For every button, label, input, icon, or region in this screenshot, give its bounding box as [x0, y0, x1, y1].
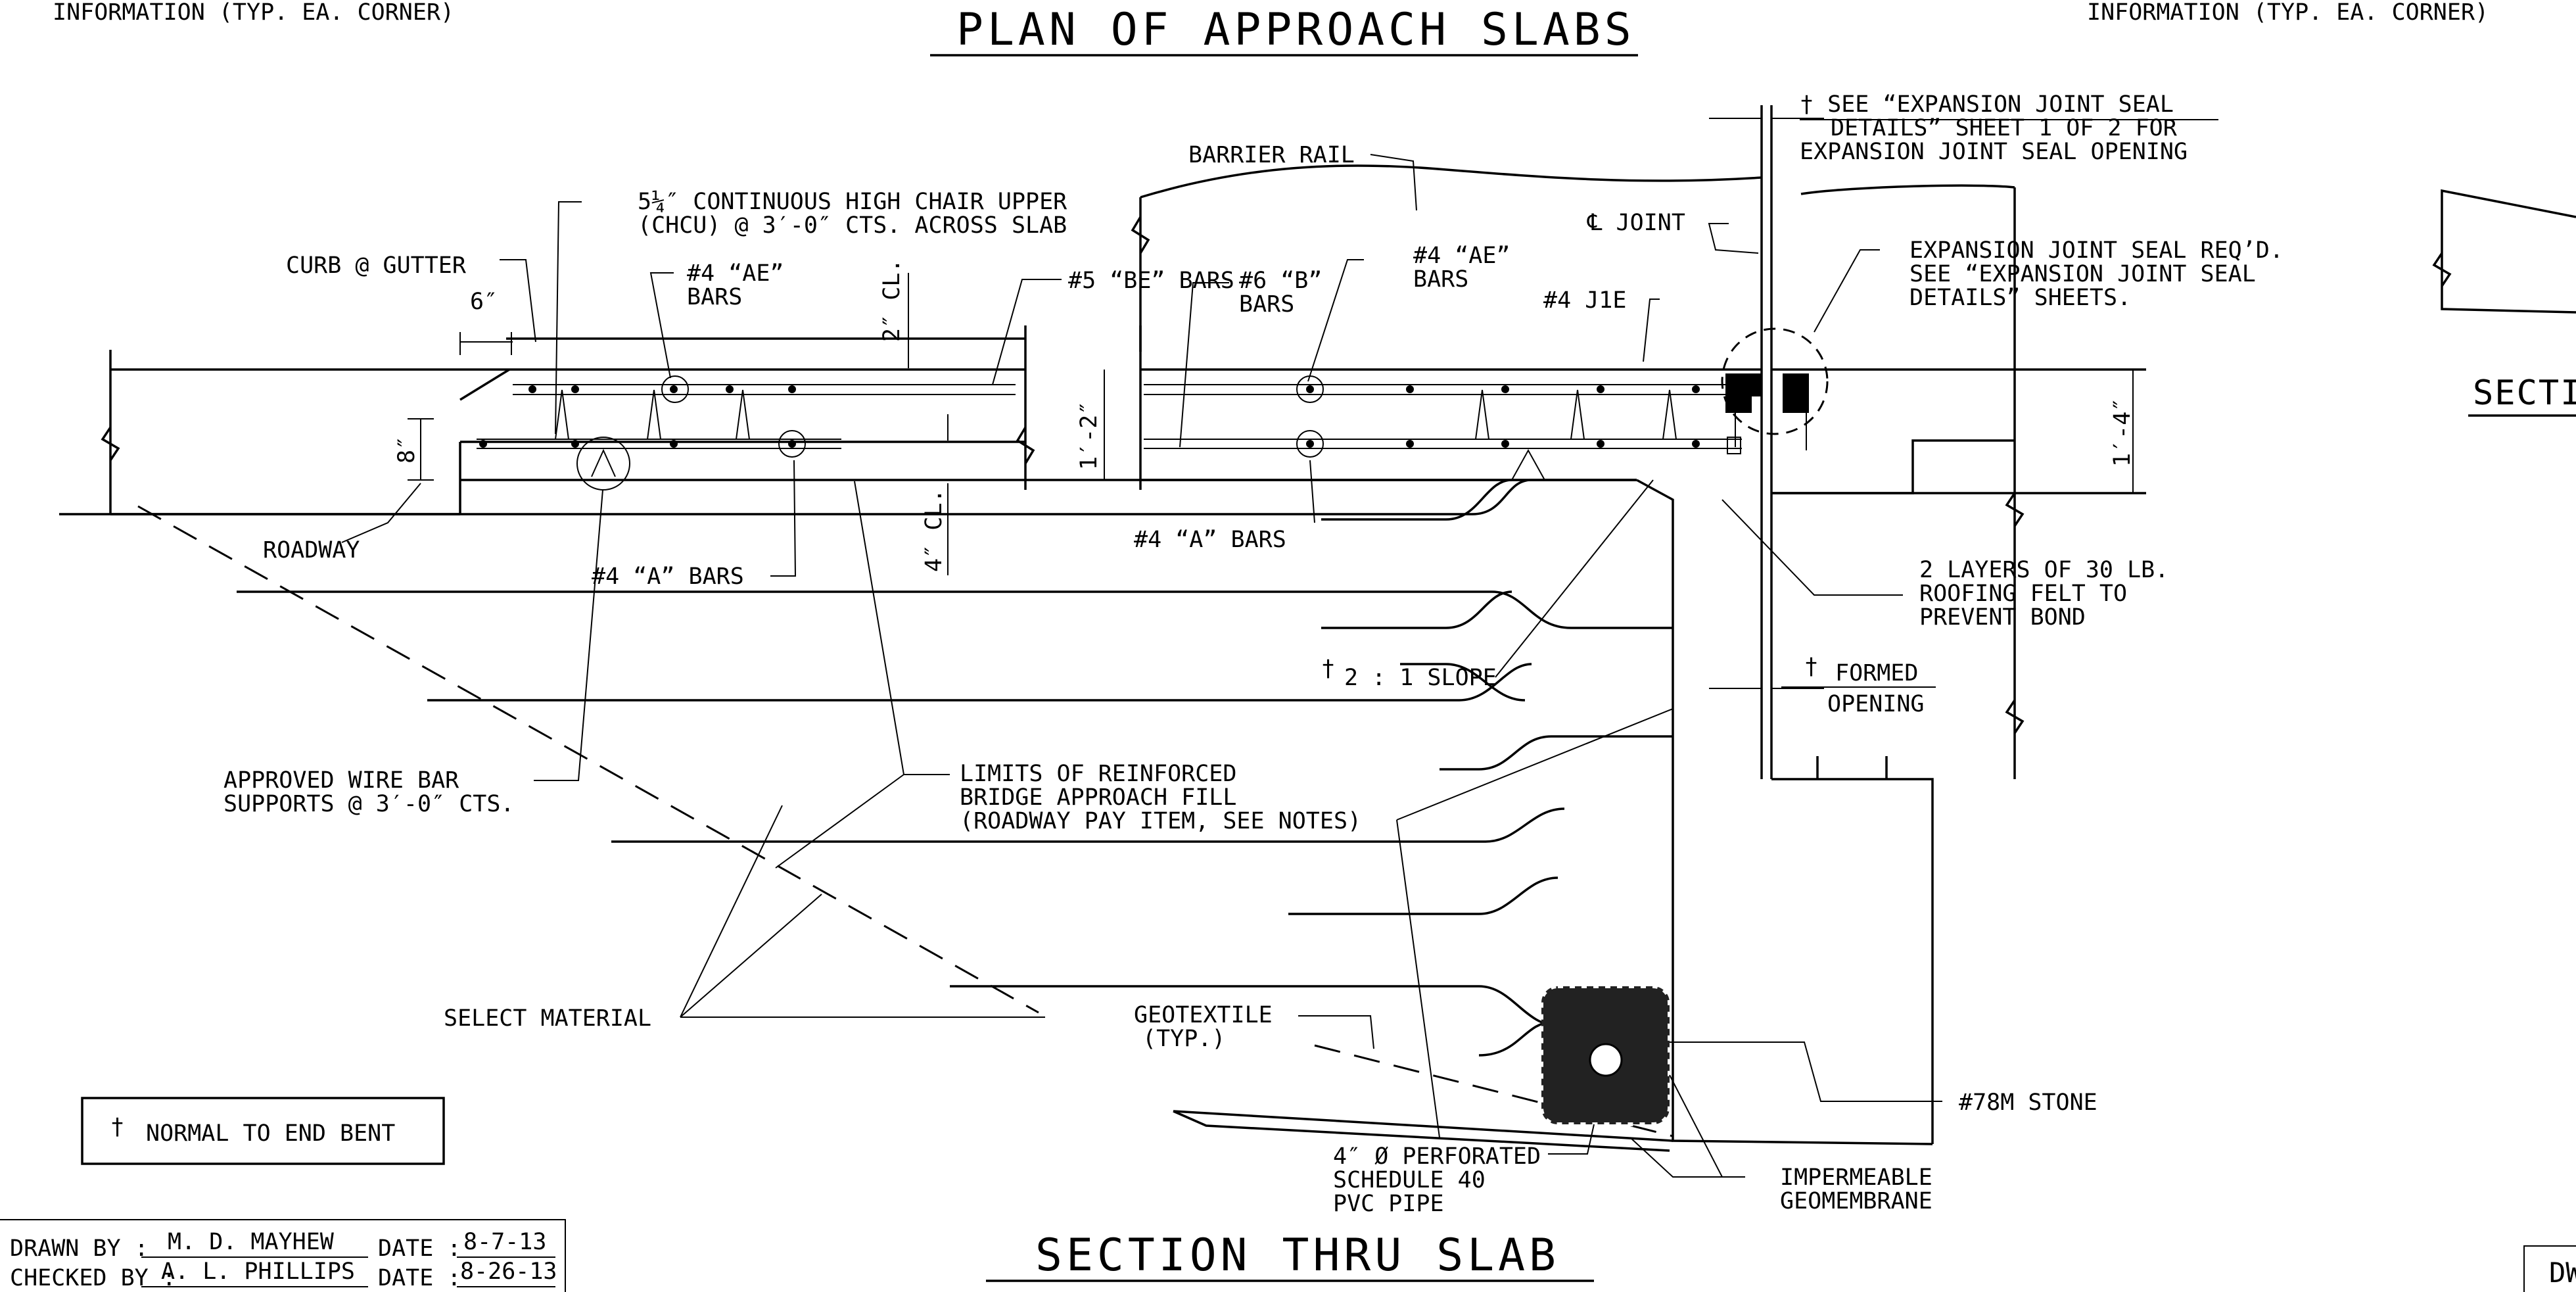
- dimensions: [408, 118, 2146, 689]
- barrier-rail: [1131, 164, 2015, 352]
- label-a-bars-left: #4 “A” BARS: [592, 563, 744, 590]
- label-formed-dagger: †: [1804, 654, 1818, 680]
- label-membrane-1: IMPERMEABLE: [1780, 1164, 1932, 1191]
- label-dim-1-2: 1′-2″: [1076, 401, 1102, 470]
- label-ae-left-1: #4 “AE”: [687, 260, 784, 287]
- drawn-date-value: 8-7-13: [463, 1229, 546, 1255]
- label-wire-2: SUPPORTS @ 3′-0″ CTS.: [223, 791, 515, 817]
- label-limits-2: BRIDGE APPROACH FILL: [960, 784, 1236, 811]
- label-select-material: SELECT MATERIAL: [444, 1005, 651, 1032]
- partial-section-title: SECTI: [2473, 373, 2576, 413]
- rebar-bottom-mat: [477, 439, 1742, 449]
- checked-by-value: A. L. PHILLIPS: [161, 1258, 355, 1285]
- label-chcu-2: (CHCU) @ 3′-0″ CTS. ACROSS SLAB: [638, 212, 1067, 239]
- label-wire-1: APPROVED WIRE BAR: [223, 767, 459, 794]
- geogrid-layers: [59, 479, 1674, 1152]
- rebar-top-mat: [513, 384, 1742, 395]
- label-cl-2in: 2″ CL.: [879, 259, 905, 342]
- label-formed-1: FORMED: [1835, 660, 1918, 686]
- label-pipe-3: PVC PIPE: [1333, 1191, 1444, 1217]
- label-dim-1-4: 1′-4″: [2109, 398, 2136, 467]
- label-exp-open-1: † SEE “EXPANSION JOINT SEAL: [1800, 91, 2174, 118]
- label-limits-1: LIMITS OF REINFORCED: [960, 761, 1236, 787]
- section-title: SECTION THRU SLAB: [1035, 1230, 1560, 1281]
- stone-drain: [1539, 984, 1672, 1126]
- label-exp-seal-2: SEE “EXPANSION JOINT SEAL: [1909, 261, 2256, 287]
- label-a-bars-right: #4 “A” BARS: [1134, 527, 1286, 553]
- select-material-slope: [137, 505, 1039, 1014]
- label-be-bars: #5 “BE” BARS: [1068, 268, 1234, 294]
- label-pipe-1: 4″ Ø PERFORATED: [1333, 1143, 1541, 1170]
- label-exp-open-3: EXPANSION JOINT SEAL OPENING: [1800, 139, 2188, 165]
- label-cl-4in: 4″ CL.: [921, 489, 947, 572]
- label-curb-gutter: CURB @ GUTTER: [286, 252, 467, 279]
- checked-date-label: DATE :: [378, 1265, 461, 1291]
- label-geotextile-2: (TYP.): [1142, 1026, 1225, 1052]
- label-stone: #78M STONE: [1959, 1089, 2097, 1116]
- label-ae-right-1: #4 “AE”: [1413, 243, 1510, 269]
- label-felt-3: PREVENT BOND: [1919, 604, 2086, 631]
- expansion-joint: [1721, 105, 2146, 779]
- label-chcu-1: 5¼″ CONTINUOUS HIGH CHAIR UPPER: [638, 189, 1067, 215]
- label-felt-2: ROOFING FELT TO: [1919, 581, 2127, 607]
- drawn-by-label: DRAWN BY :: [10, 1235, 149, 1262]
- partial-dw-label: DW: [2549, 1256, 2576, 1289]
- label-roadway: ROADWAY: [263, 537, 360, 563]
- label-b-bars-2: BARS: [1239, 291, 1294, 318]
- label-b-bars-1: #6 “B”: [1239, 268, 1322, 294]
- label-joint: ℄ JOINT: [1587, 210, 1685, 236]
- plan-title: PLAN OF APPROACH SLABS: [956, 4, 1635, 56]
- top-left-note: INFORMATION (TYP. EA. CORNER): [53, 0, 454, 26]
- approach-slab: [101, 325, 1637, 515]
- label-barrier-rail: BARRIER RAIL: [1188, 142, 1355, 168]
- label-felt-1: 2 LAYERS OF 30 LB.: [1919, 557, 2168, 583]
- label-j1e: #4 J1E: [1543, 287, 1626, 314]
- label-pipe-2: SCHEDULE 40: [1333, 1167, 1486, 1193]
- label-membrane-2: GEOMEMBRANE: [1780, 1188, 1932, 1214]
- checked-date-value: 8-26-13: [460, 1258, 557, 1285]
- legend-dagger: †: [110, 1114, 124, 1140]
- label-exp-seal-1: EXPANSION JOINT SEAL REQ’D.: [1909, 237, 2283, 264]
- label-exp-seal-3: DETAILS” SHEETS.: [1909, 285, 2131, 311]
- leaders: [341, 154, 1942, 1178]
- end-bent: [1636, 479, 1934, 1145]
- drawn-by-value: M. D. MAYHEW: [168, 1229, 335, 1255]
- label-slope: 2 : 1 SLOPE: [1344, 665, 1497, 691]
- legend-text: NORMAL TO END BENT: [146, 1120, 395, 1147]
- approach-slab-right: [1140, 368, 1762, 481]
- label-dim-6in: 6″: [470, 289, 498, 315]
- label-limits-3: (ROADWAY PAY ITEM, SEE NOTES): [960, 808, 1361, 834]
- drawn-date-label: DATE :: [378, 1235, 461, 1262]
- label-ae-left-2: BARS: [687, 284, 742, 310]
- label-slope-dagger: †: [1321, 656, 1335, 682]
- high-chairs: [555, 389, 1677, 490]
- partial-section-right: SECTI DW: [2432, 189, 2576, 1292]
- label-dim-8in: 8″: [394, 436, 420, 464]
- label-geotextile-1: GEOTEXTILE: [1134, 1002, 1273, 1028]
- rebar-dots: [479, 375, 1700, 458]
- legend-box: † NORMAL TO END BENT: [81, 1097, 445, 1165]
- top-right-note: INFORMATION (TYP. EA. CORNER): [2087, 0, 2489, 26]
- label-formed-2: OPENING: [1827, 691, 1925, 717]
- title-block: DRAWN BY : M. D. MAYHEW DATE : 8-7-13 CH…: [0, 1219, 566, 1292]
- label-ae-right-2: BARS: [1413, 266, 1468, 293]
